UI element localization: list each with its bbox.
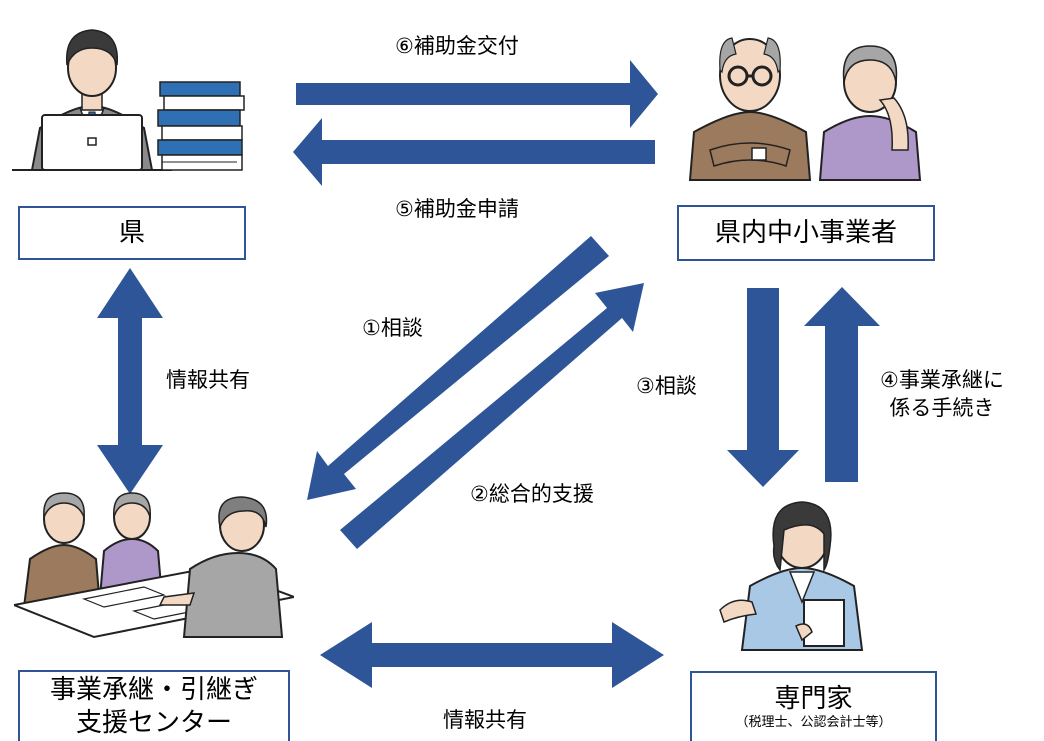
smes-label: 県内中小事業者 (714, 217, 897, 248)
label-subsidy-application: ⑤補助金申請 (395, 197, 519, 221)
label-procedure-4-line2: 係る手続き (889, 396, 995, 421)
prefecture-box: 県 (18, 206, 246, 260)
prefecture-label: 県 (118, 217, 145, 248)
label-support-2: ②総合的支援 (470, 482, 594, 506)
label-info-share-left: 情報共有 (166, 368, 250, 392)
expert-label: 専門家 (774, 683, 853, 714)
arrow-consult-1 (307, 236, 609, 500)
label-info-share-bottom: 情報共有 (443, 708, 527, 732)
elderly-couple-icon (688, 37, 922, 181)
official-at-laptop-icon (12, 29, 245, 171)
arrow-subsidy-application (293, 118, 655, 186)
center-label-line2: 支援センター (75, 707, 232, 738)
arrow-info-share-vertical (97, 268, 163, 494)
smes-box: 県内中小事業者 (677, 205, 935, 261)
arrow-consult-3 (727, 288, 799, 487)
arrow-info-share-horizontal (320, 622, 664, 688)
consultation-meeting-icon (14, 492, 294, 639)
expert-note: （税理士、公認会計士等） (735, 715, 892, 731)
label-consult-1: ①相談 (362, 316, 423, 340)
expert-box: 専門家 （税理士、公認会計士等） (690, 671, 937, 741)
succession-center-box: 事業承継・引継ぎ 支援センター (18, 670, 290, 741)
expert-woman-icon (719, 501, 864, 651)
center-label-line1: 事業承継・引継ぎ (49, 675, 258, 705)
label-subsidy-grant: ⑥補助金交付 (395, 34, 519, 58)
label-procedure-4: ④事業承継に 係る手続き (880, 366, 1004, 423)
arrow-procedure-4 (804, 287, 880, 482)
arrow-support-2 (340, 283, 644, 549)
arrow-subsidy-grant (296, 60, 658, 128)
label-consult-3: ③相談 (636, 374, 697, 398)
label-procedure-4-line1: ④事業承継に (880, 368, 1004, 392)
